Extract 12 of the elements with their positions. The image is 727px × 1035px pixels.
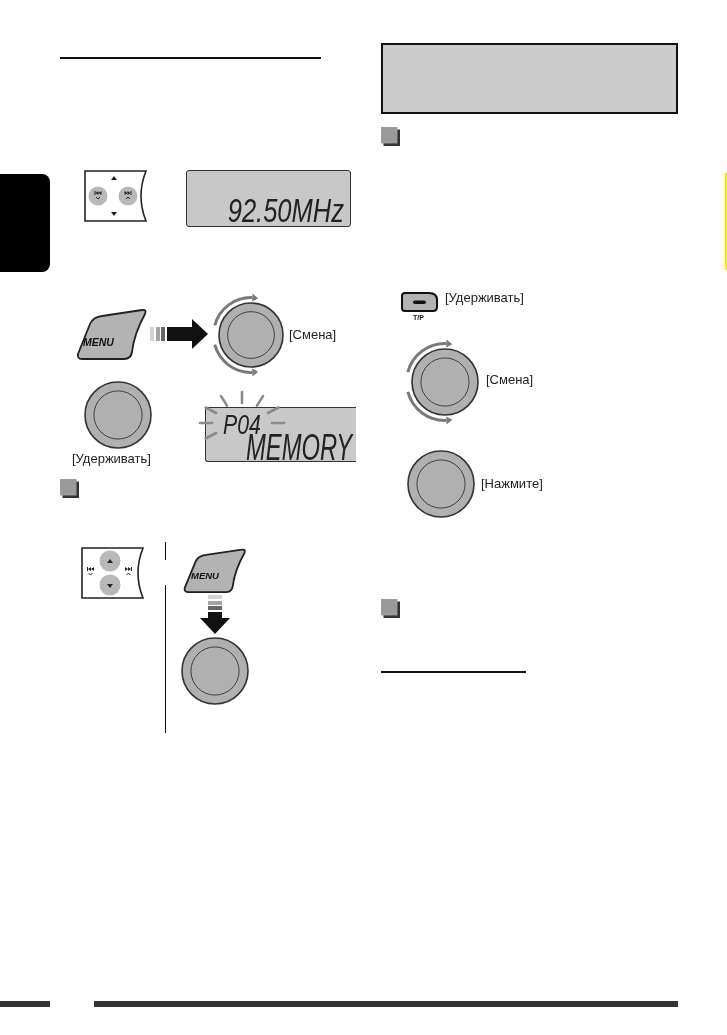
display-text: 92.50MHz bbox=[227, 193, 344, 227]
action-label: [Нажмите] bbox=[481, 476, 543, 492]
block-arrow bbox=[150, 319, 208, 349]
block-arrow bbox=[200, 595, 230, 634]
action-label: [Смена] bbox=[486, 372, 534, 388]
hard-key: MENU bbox=[76, 308, 148, 360]
action-label: [Смена] bbox=[289, 327, 337, 343]
action-label: [Удерживать] bbox=[445, 290, 524, 306]
hard-key: MENU bbox=[183, 548, 247, 593]
action-label: [Удерживать] bbox=[72, 451, 151, 467]
lcd-display bbox=[186, 170, 351, 227]
side-tab bbox=[0, 174, 50, 272]
